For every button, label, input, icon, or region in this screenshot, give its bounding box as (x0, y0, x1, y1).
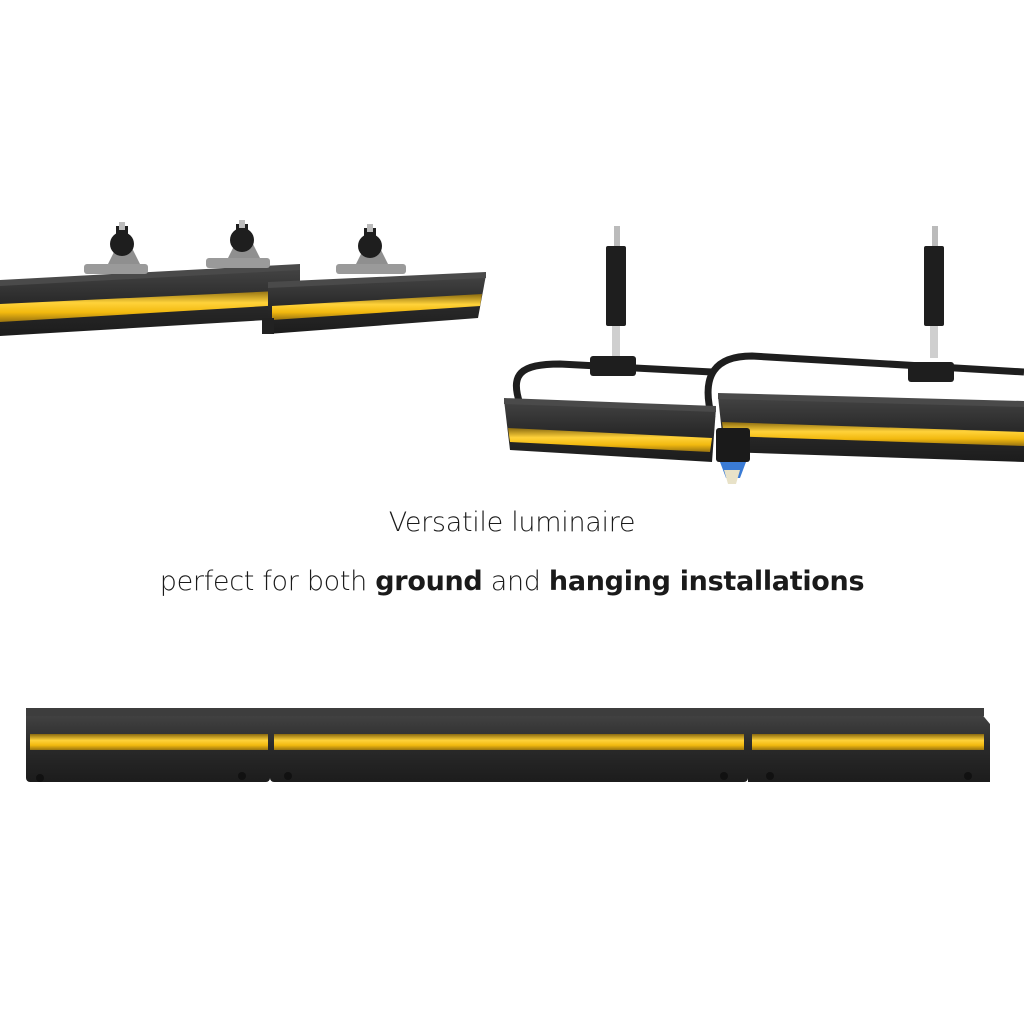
caption-bold-ground: ground (375, 566, 483, 597)
caption-subtitle-prefix: perfect for both (159, 566, 376, 597)
light-bar-ground-1 (26, 708, 270, 782)
clamped-bars-group (0, 220, 486, 336)
caption-subtitle-mid: and (482, 566, 549, 597)
light-bar-hanging-2 (718, 393, 1024, 462)
power-connector (716, 428, 750, 484)
clamp-3 (336, 224, 406, 274)
light-bar-hanging-1 (504, 398, 716, 462)
hanging-bars-group (504, 226, 1024, 484)
clamp-1 (84, 222, 148, 274)
suspension-rod-1 (606, 226, 626, 358)
caption-title: Versatile luminaire (0, 507, 1024, 538)
suspension-rod-2 (924, 226, 944, 358)
yoke-2 (704, 352, 1024, 419)
ground-bars-group (26, 708, 990, 782)
caption-title-text: Versatile luminaire (388, 507, 636, 538)
light-bar-ground-3 (748, 708, 990, 782)
caption-bold-hanging: hanging installations (548, 566, 865, 597)
yoke-1 (512, 356, 713, 406)
clamp-2 (206, 220, 270, 268)
caption-subtitle: perfect for both ground and hanging inst… (0, 566, 1024, 597)
light-bar-left-2 (262, 272, 486, 334)
light-bar-ground-2 (270, 708, 748, 782)
light-bar-left-1 (0, 264, 300, 336)
